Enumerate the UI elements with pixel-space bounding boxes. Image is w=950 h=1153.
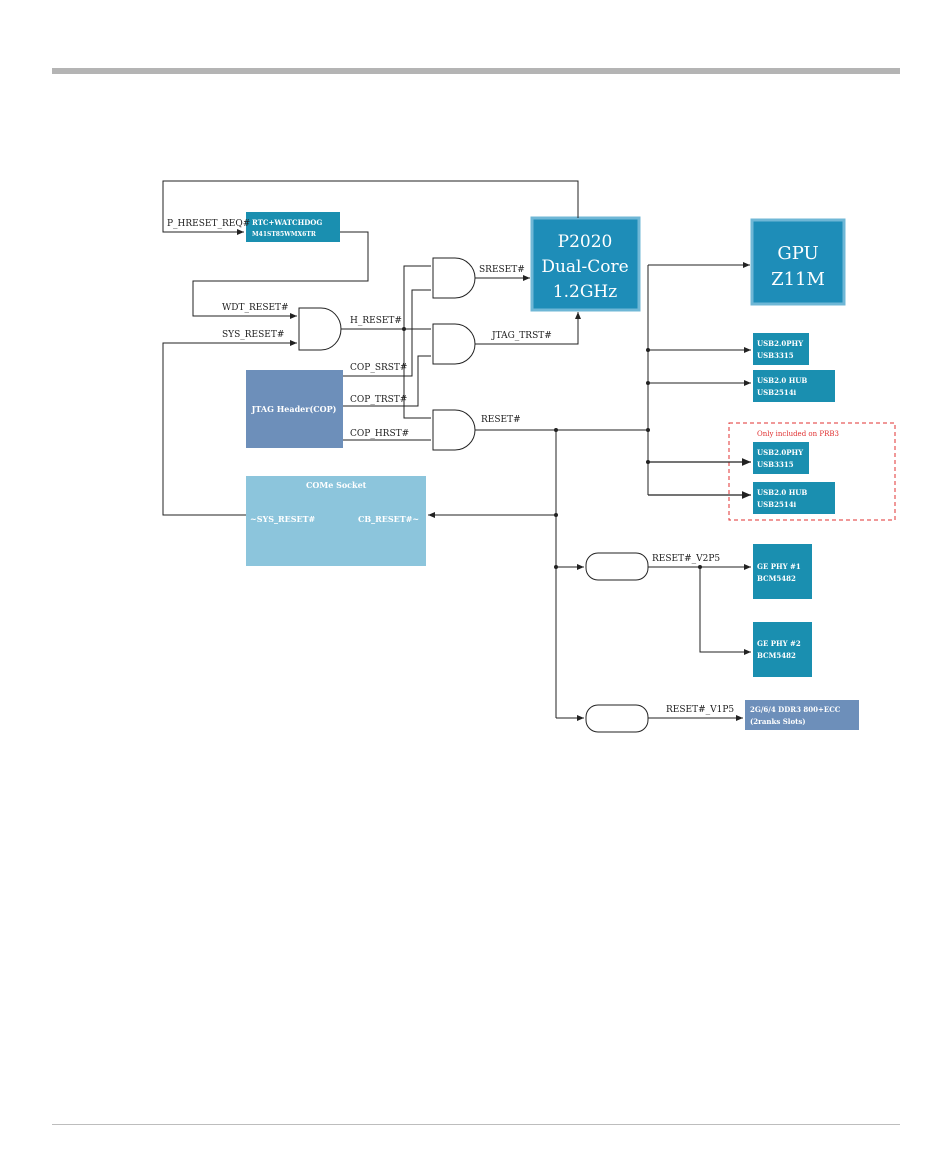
signal-reset: RESET# bbox=[481, 415, 521, 425]
rtc-watchdog-box: RTC+WATCHDOG M41ST85WMX6TR bbox=[246, 212, 340, 242]
jtag-header-box: JTAG Header(COP) bbox=[246, 370, 343, 448]
cpu-line1: P2020 bbox=[558, 232, 613, 252]
come-right-signal: CB_RESET#~ bbox=[358, 514, 419, 524]
signal-p-hreset-req: P_HRESET_REQ# bbox=[167, 219, 250, 229]
wires bbox=[162, 180, 751, 721]
come-left-signal: ~SYS_RESET# bbox=[250, 514, 316, 524]
signal-jtag-trst: JTAG_TRST# bbox=[491, 331, 552, 341]
and-gate-hreset bbox=[298, 307, 342, 351]
signal-wdt-reset: WDT_RESET# bbox=[222, 303, 289, 313]
usb-phy-2-box: USB2.0PHY USB3315 bbox=[753, 442, 809, 474]
signal-h-reset: H_RESET# bbox=[350, 316, 402, 326]
come-title: COMe Socket bbox=[306, 480, 367, 490]
usb-hub-2-box: USB2.0 HUB USB2514i bbox=[753, 482, 835, 514]
cpu-line2: Dual-Core bbox=[541, 257, 628, 277]
usb-phy-1-line1: USB2.0PHY bbox=[757, 339, 804, 348]
jtag-label: JTAG Header(COP) bbox=[251, 404, 337, 414]
prb3-region bbox=[728, 422, 896, 521]
usb-phy-2-line2: USB3315 bbox=[757, 460, 794, 469]
signal-sreset: SRESET# bbox=[479, 265, 525, 275]
ge-phy-1-box: GE PHY #1 BCM5482 bbox=[753, 544, 812, 599]
prb3-note: Only included on PRB3 bbox=[757, 430, 839, 438]
usb-hub-2-line2: USB2514i bbox=[757, 500, 797, 509]
rtc-line1: RTC+WATCHDOG bbox=[252, 218, 322, 227]
ge-phy-1-line1: GE PHY #1 bbox=[757, 562, 801, 571]
cpu-line3: 1.2GHz bbox=[553, 282, 617, 302]
signal-cop-trst: COP_TRST# bbox=[350, 395, 407, 405]
bottom-rule bbox=[52, 1124, 900, 1125]
gpu-line1: GPU bbox=[777, 243, 818, 264]
signal-reset-v1p5: RESET#_V1P5 bbox=[666, 705, 734, 715]
signal-cop-srst: COP_SRST# bbox=[350, 363, 407, 373]
usb-hub-1-line2: USB2514i bbox=[757, 388, 797, 397]
cpu-box: P2020 Dual-Core 1.2GHz bbox=[530, 216, 641, 312]
usb-hub-1-line1: USB2.0 HUB bbox=[757, 376, 807, 385]
usb-phy-1-box: USB2.0PHY USB3315 bbox=[753, 333, 809, 365]
buffer-v2p5 bbox=[585, 552, 649, 581]
and-gate-sreset bbox=[432, 257, 476, 299]
ge-phy-2-box: GE PHY #2 BCM5482 bbox=[753, 622, 812, 677]
rtc-line2: M41ST85WMX6TR bbox=[252, 231, 317, 238]
signal-sys-reset: SYS_RESET# bbox=[222, 330, 284, 340]
ge-phy-2-line2: BCM5482 bbox=[757, 651, 796, 660]
usb-hub-1-box: USB2.0 HUB USB2514i bbox=[753, 370, 835, 402]
signal-reset-v2p5: RESET#_V2P5 bbox=[652, 554, 720, 564]
usb-hub-2-line1: USB2.0 HUB bbox=[757, 488, 807, 497]
ddr-box: 2G/6/4 DDR3 800+ECC (2ranks Slots) bbox=[745, 700, 859, 730]
top-rule bbox=[52, 68, 900, 74]
junction-dots bbox=[402, 327, 702, 569]
ge-phy-2-line1: GE PHY #2 bbox=[757, 639, 801, 648]
signal-cop-hrst: COP_HRST# bbox=[350, 429, 409, 439]
buffer-v1p5 bbox=[585, 704, 649, 733]
come-socket-box: COMe Socket ~SYS_RESET# CB_RESET#~ bbox=[246, 476, 426, 566]
gpu-box: GPU Z11M bbox=[750, 218, 846, 306]
ge-phy-1-line2: BCM5482 bbox=[757, 574, 796, 583]
ddr-line1: 2G/6/4 DDR3 800+ECC bbox=[750, 705, 841, 714]
gpu-line2: Z11M bbox=[771, 269, 825, 290]
ddr-line2: (2ranks Slots) bbox=[750, 717, 806, 726]
usb-phy-1-line2: USB3315 bbox=[757, 351, 794, 360]
and-gate-jtag-trst bbox=[432, 323, 476, 365]
and-gate-reset bbox=[432, 409, 476, 451]
usb-phy-2-line1: USB2.0PHY bbox=[757, 448, 804, 457]
